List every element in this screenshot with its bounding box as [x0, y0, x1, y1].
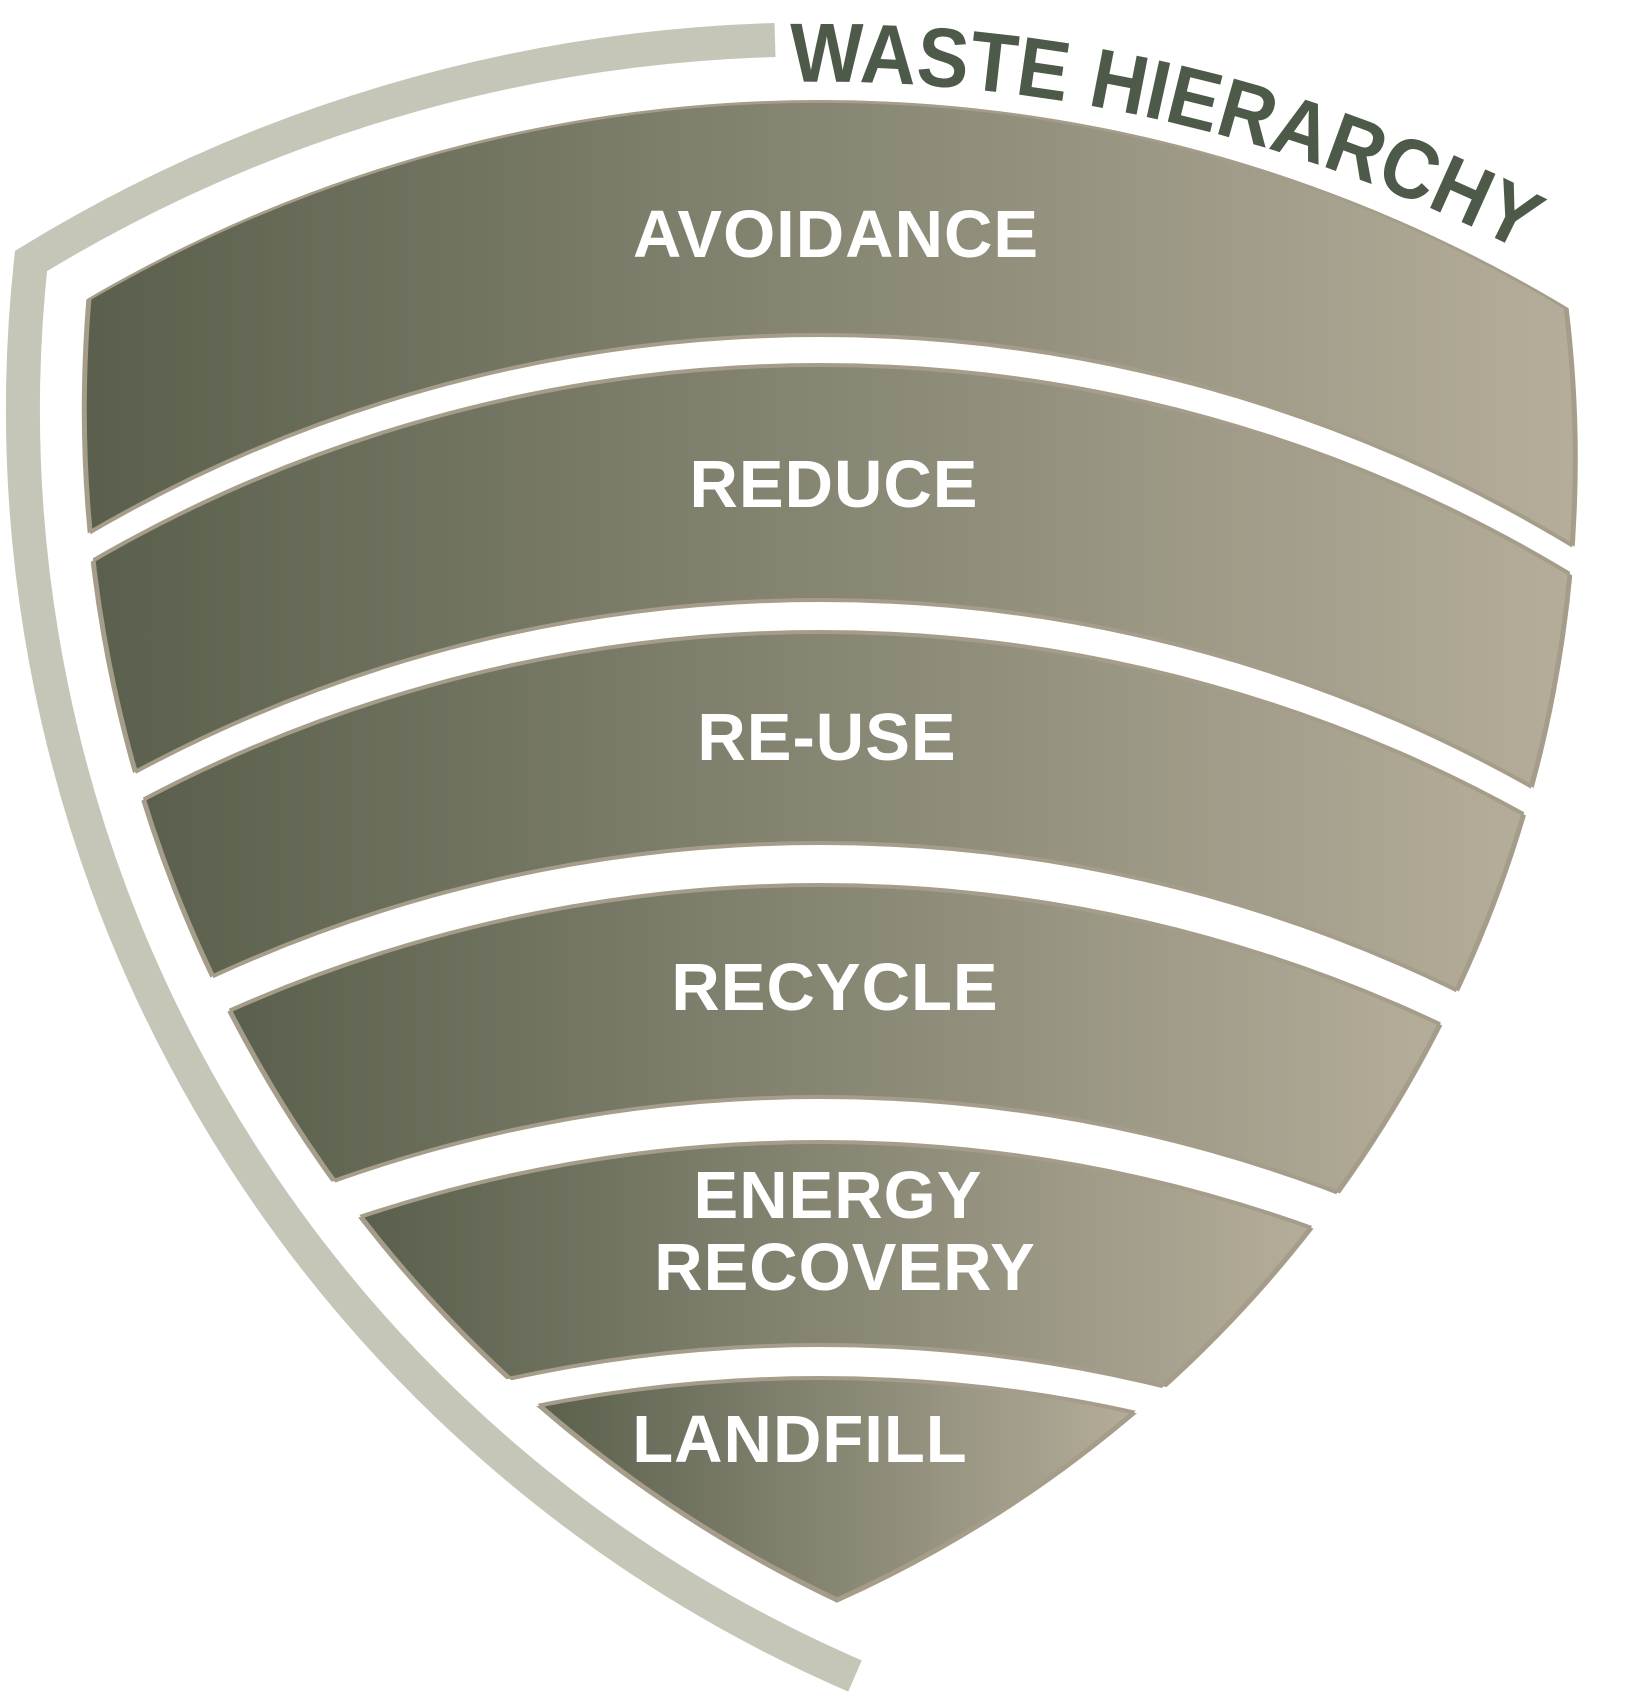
band-label-energy: ENERGY: [694, 1158, 983, 1233]
band-label-recycle: RECYCLE: [671, 950, 998, 1025]
band-label-landfill: LANDFILL: [632, 1402, 967, 1477]
band-reduce: [84, 363, 1576, 1274]
band-re-use: [84, 630, 1576, 1517]
band-side-edge-highlight: [81, 100, 1578, 1603]
band-label-recovery: RECOVERY: [654, 1230, 1036, 1305]
shield-outer-outline: [5, 23, 862, 1692]
band-labels: AVOIDANCE REDUCE RE-USE RECYCLE ENERGY R…: [632, 197, 1039, 1477]
band-label-reduce: REDUCE: [690, 447, 979, 522]
band-label-re-use: RE-USE: [697, 700, 956, 775]
band-label-avoidance: AVOIDANCE: [633, 197, 1039, 272]
